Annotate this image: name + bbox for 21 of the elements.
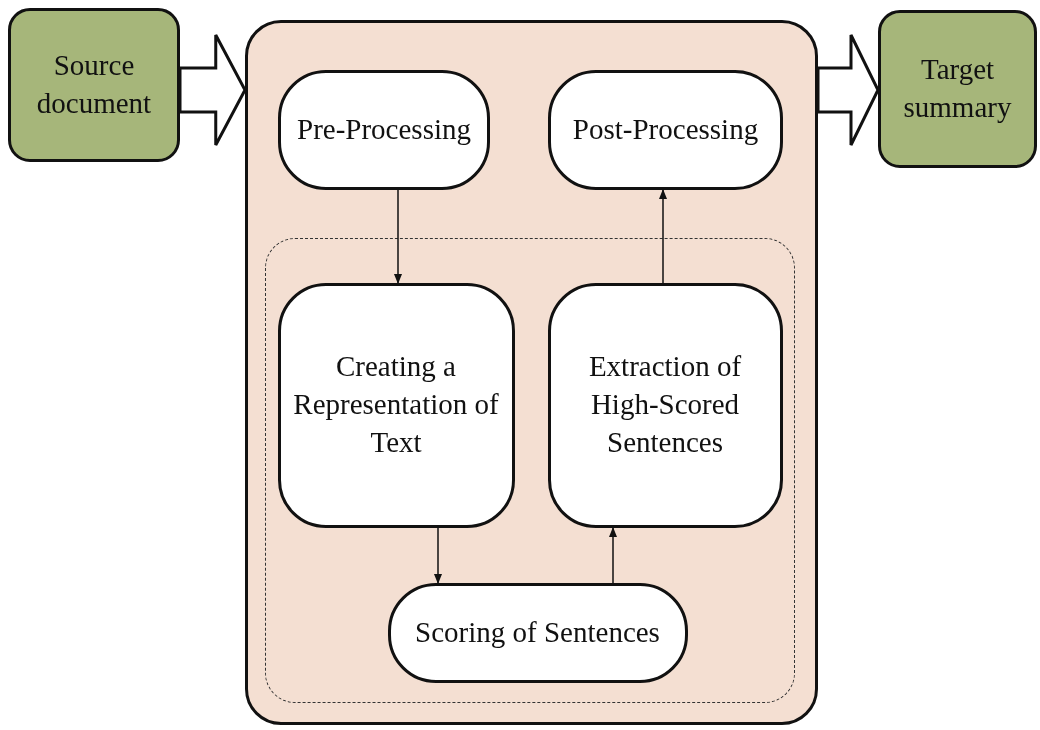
arrow (609, 527, 617, 584)
arrow (394, 189, 402, 284)
node-label: Post-Processing (571, 112, 760, 148)
process-box (278, 70, 490, 190)
node-label: Scoring of Sentences (414, 614, 661, 650)
arrow (659, 189, 667, 284)
node-label: Extraction of High-Scored Sentences (587, 349, 743, 460)
process-box (548, 70, 783, 190)
process-panel (245, 20, 818, 725)
block-arrow (816, 33, 880, 147)
node-label: Creating a Representation of Text (292, 349, 500, 460)
input-output-box (878, 10, 1037, 168)
node-label: Target summary (902, 52, 1013, 125)
block-arrow (178, 33, 247, 147)
node-label: Pre-Processing (296, 112, 472, 148)
arrow (434, 527, 442, 584)
process-box (547, 282, 783, 528)
input-output-box (8, 8, 180, 162)
dashed-group-box (265, 238, 795, 703)
process-box (277, 282, 515, 528)
node-label: Source document (35, 48, 153, 121)
